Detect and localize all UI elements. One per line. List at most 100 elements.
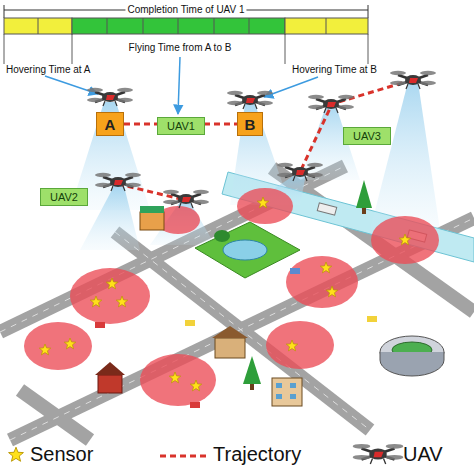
sensor-area — [140, 354, 216, 406]
sensor-star — [326, 286, 337, 297]
timeline-bar — [4, 18, 72, 34]
waypoint-box: B — [237, 112, 263, 136]
uav-icon — [95, 173, 141, 191]
timeline-label: Hovering Time at A — [4, 64, 92, 75]
timeline-bar — [326, 18, 327, 34]
building — [276, 394, 282, 399]
sensor-star — [39, 344, 50, 355]
legend-entry: Sensor — [30, 443, 93, 466]
vehicle — [190, 402, 200, 408]
timeline-bar — [4, 5, 368, 64]
pointer-arrows — [178, 57, 180, 114]
timeline-bar — [368, 34, 369, 64]
tree — [356, 180, 372, 208]
timeline-bar — [72, 18, 285, 34]
vehicle — [95, 268, 377, 408]
legend-text: Sensor — [30, 443, 93, 465]
sensor-star — [106, 278, 117, 289]
park — [195, 222, 300, 278]
sensor-area — [286, 256, 358, 308]
building — [290, 394, 296, 399]
uav-tag: UAV1 — [157, 117, 205, 135]
sensor-star — [90, 296, 101, 307]
label-text: Completion Time of UAV 1 — [125, 4, 246, 15]
timeline-bar — [368, 5, 369, 18]
building — [98, 375, 122, 393]
timeline-title: Completion Time of UAV 1 — [125, 4, 246, 15]
uav-icon — [227, 91, 273, 109]
vehicle — [185, 320, 195, 326]
uav-icon — [308, 95, 354, 113]
uav-trajectory — [300, 80, 412, 172]
legend-sample — [353, 444, 404, 464]
legend-sample — [160, 455, 207, 458]
uav-icon — [87, 88, 133, 106]
tree — [250, 384, 254, 390]
timeline-bar — [72, 34, 73, 64]
tree — [243, 356, 261, 384]
timeline-bar — [249, 18, 250, 34]
legend-entry: Trajectory — [213, 443, 301, 466]
vehicle — [290, 268, 300, 274]
vehicle — [95, 322, 105, 328]
sensor-star — [190, 380, 201, 391]
sensor-area — [24, 188, 439, 406]
road-marking — [0, 166, 345, 332]
sensor-area — [371, 216, 439, 264]
label-text: Hovering Time at A — [4, 64, 92, 75]
sensor-star — [39, 197, 410, 391]
uav-tag: UAV2 — [40, 188, 88, 206]
timeline-bar — [178, 18, 179, 34]
building — [95, 206, 302, 406]
road — [20, 390, 90, 440]
node-text: UAV3 — [353, 130, 381, 142]
node-text: UAV1 — [167, 120, 195, 132]
waypoint-box: A — [96, 112, 124, 136]
building — [215, 338, 245, 358]
timeline-bar — [4, 34, 5, 64]
park — [195, 222, 300, 278]
sensor-star — [257, 197, 268, 208]
node-text: B — [245, 116, 256, 133]
legend-text: UAV — [403, 443, 443, 465]
node-text: A — [105, 116, 116, 133]
sensor-star — [399, 234, 410, 245]
park — [223, 240, 267, 260]
sensor-area — [24, 322, 92, 370]
timeline-bar — [214, 18, 215, 34]
building — [140, 206, 164, 213]
uav-icon — [390, 71, 436, 89]
uav-icon — [163, 190, 209, 208]
building — [276, 383, 282, 388]
coverage-beam — [80, 186, 140, 250]
sensor-star — [64, 338, 75, 349]
coverage-beam — [370, 82, 440, 230]
sensor-star — [169, 372, 180, 383]
building — [212, 326, 248, 338]
stadium — [380, 336, 444, 376]
sensor-area — [237, 188, 293, 224]
timeline-bar — [285, 34, 286, 64]
building — [290, 383, 296, 388]
uav-icon — [87, 71, 436, 208]
legend-sample — [9, 447, 24, 461]
timeline-bar — [107, 18, 108, 34]
sensor-area — [70, 268, 150, 324]
sensor-area — [266, 321, 334, 369]
node-text: UAV2 — [50, 191, 78, 203]
timeline-bar — [38, 18, 39, 34]
legend-text: Trajectory — [213, 443, 301, 465]
timeline-bar — [143, 18, 144, 34]
stadium — [380, 352, 444, 376]
timeline-label: Hovering Time at B — [290, 64, 379, 75]
uav-icon — [277, 163, 323, 181]
timeline-bar — [285, 18, 368, 34]
vehicle — [367, 316, 377, 322]
building — [140, 212, 164, 230]
label-text: Hovering Time at B — [290, 64, 379, 75]
river — [317, 203, 336, 215]
sensor-star — [286, 340, 297, 351]
timeline-bar — [4, 5, 5, 18]
sensor-star — [320, 262, 331, 273]
